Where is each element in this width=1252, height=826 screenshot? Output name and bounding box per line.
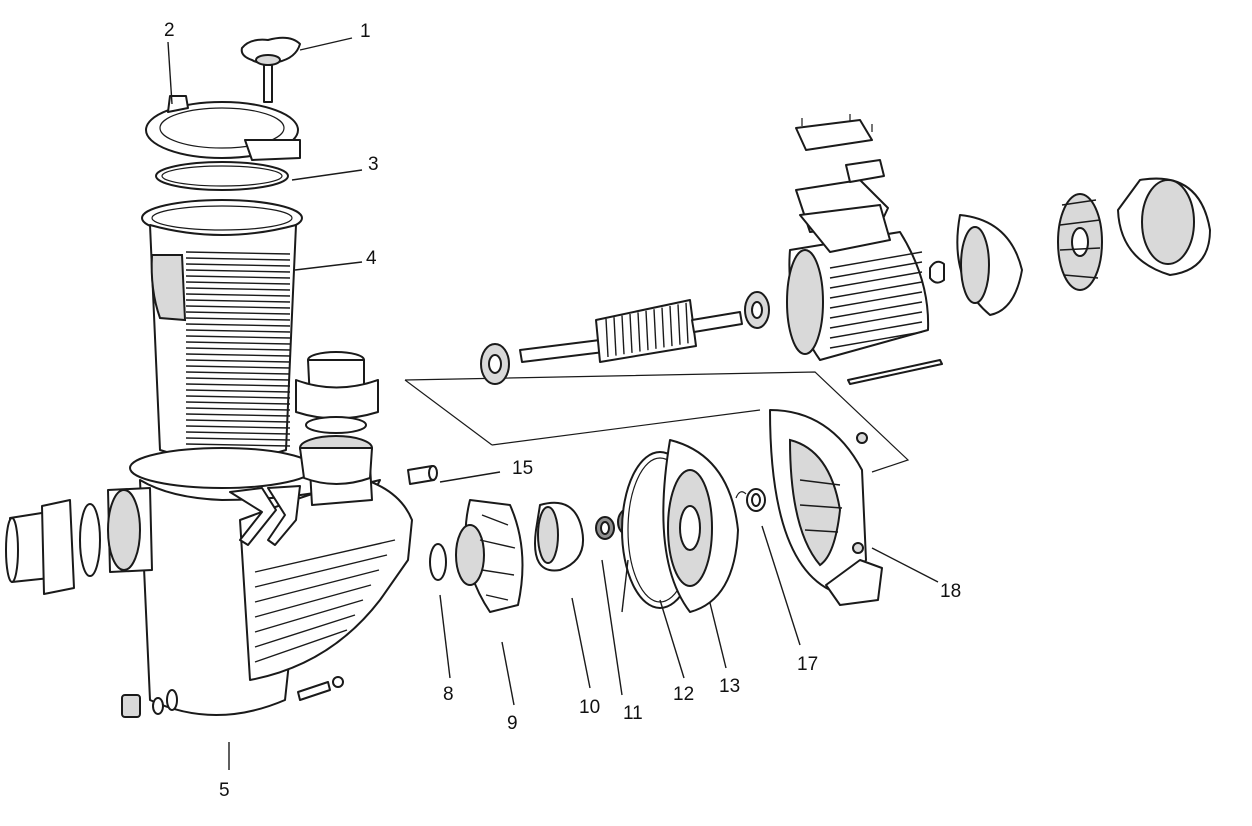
diffuser bbox=[455, 499, 524, 613]
callout-4: 4 bbox=[366, 248, 377, 269]
rotor-shaft bbox=[480, 291, 770, 385]
shaft-seal bbox=[735, 488, 766, 512]
diffuser-pin bbox=[407, 465, 438, 485]
leader-lines bbox=[167, 37, 939, 770]
diffuser-o-ring bbox=[429, 543, 447, 581]
motor-bracket bbox=[769, 409, 883, 606]
outlet-union bbox=[295, 351, 379, 485]
inlet-union bbox=[5, 499, 101, 595]
pump-housing bbox=[107, 447, 413, 718]
strainer-basket bbox=[141, 199, 303, 461]
impeller bbox=[534, 501, 584, 572]
callout-18: 18 bbox=[940, 581, 961, 602]
lid-cover bbox=[145, 95, 301, 161]
callout-10: 10 bbox=[579, 697, 600, 718]
lid-knob bbox=[240, 36, 301, 103]
tie-rod bbox=[847, 359, 943, 385]
callout-8: 8 bbox=[443, 684, 454, 705]
motor-group-frame bbox=[404, 371, 910, 473]
callout-15: 15 bbox=[512, 458, 533, 479]
callout-9: 9 bbox=[507, 713, 518, 734]
callout-12: 12 bbox=[673, 684, 694, 705]
callout-11: 11 bbox=[623, 703, 643, 724]
callout-5: 5 bbox=[219, 780, 230, 801]
fan-cover bbox=[1117, 177, 1211, 276]
lid-o-ring bbox=[155, 161, 289, 191]
seal-plate bbox=[662, 439, 739, 613]
callout-3: 3 bbox=[368, 154, 379, 175]
motor-body bbox=[786, 114, 930, 361]
rear-end-shield bbox=[929, 214, 1023, 316]
cooling-fan bbox=[1057, 193, 1103, 291]
callout-1: 1 bbox=[360, 21, 371, 42]
callout-13: 13 bbox=[719, 676, 740, 697]
callout-labels: 1 2 3 4 5 8 9 10 11 12 13 15 17 18 bbox=[164, 20, 961, 801]
callout-2: 2 bbox=[164, 20, 175, 41]
callout-17: 17 bbox=[797, 654, 818, 675]
